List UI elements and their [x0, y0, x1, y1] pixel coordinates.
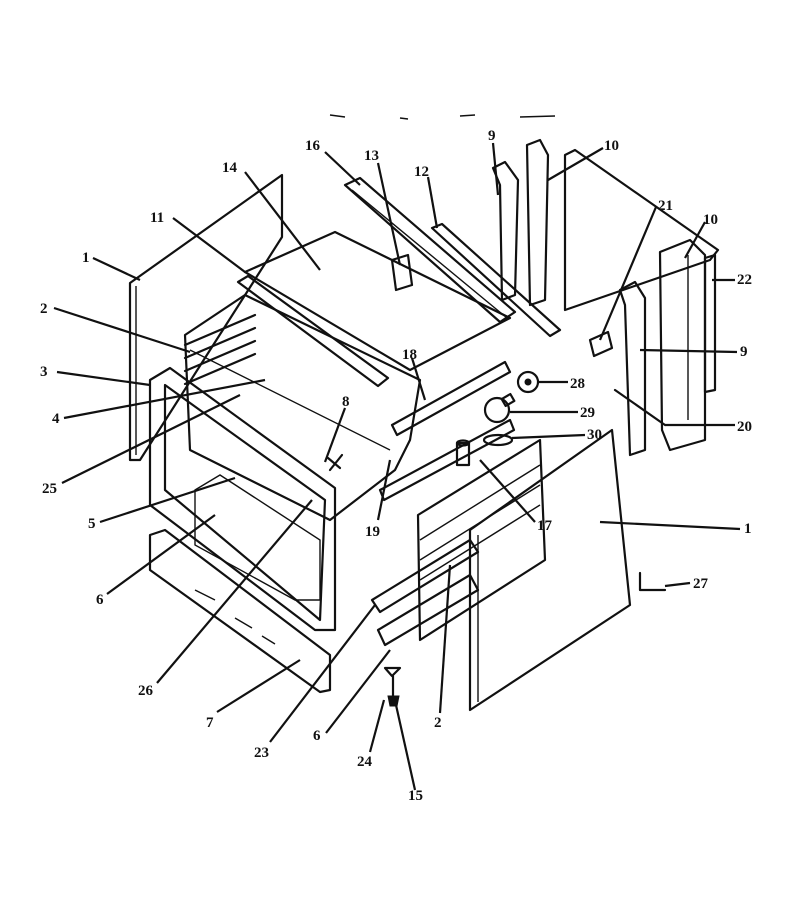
callout-11: 11 — [150, 210, 164, 226]
callout-26: 26 — [138, 683, 154, 699]
callout-9-top: 9 — [488, 128, 496, 144]
callout-10-right: 10 — [703, 212, 718, 228]
right-upper-rail — [390, 360, 512, 437]
callout-5: 5 — [88, 516, 96, 532]
callout-28: 28 — [570, 376, 585, 392]
top-front-strip — [236, 274, 390, 388]
callout-22: 22 — [737, 272, 752, 288]
right-lower-strip — [613, 388, 667, 427]
rear-channel — [430, 222, 562, 338]
callout-1-right: 1 — [744, 521, 752, 537]
rear-bracket — [390, 253, 414, 292]
callout-12: 12 — [414, 164, 429, 180]
callout-17: 17 — [537, 518, 553, 534]
callout-20: 20 — [737, 419, 752, 435]
light-bulb — [483, 392, 516, 424]
callout-19: 19 — [365, 524, 380, 540]
callout-25: 25 — [42, 481, 57, 497]
right-back-channel — [658, 238, 707, 452]
top-cover — [243, 230, 512, 372]
callout-4: 4 — [52, 411, 60, 427]
callout-24: 24 — [357, 754, 373, 770]
callout-1-left: 1 — [82, 250, 90, 266]
callout-29: 29 — [580, 405, 595, 421]
lamp-cover — [482, 433, 514, 447]
cylinder-part — [455, 439, 471, 467]
kick-panel — [148, 528, 332, 694]
right-side-panel — [468, 428, 632, 712]
callout-21: 21 — [658, 198, 673, 214]
callout-18: 18 — [402, 347, 417, 363]
callout-30: 30 — [587, 427, 602, 443]
callout-27: 27 — [693, 576, 709, 592]
rear-post-left — [491, 160, 520, 302]
callout-14: 14 — [222, 160, 238, 176]
callout-16: 16 — [305, 138, 321, 154]
callout-8: 8 — [342, 394, 350, 410]
callout-23: 23 — [254, 745, 269, 761]
callout-6-left: 6 — [96, 592, 104, 608]
leader-lines — [53, 142, 741, 791]
broiler-opening — [194, 474, 321, 601]
callout-13: 13 — [364, 148, 379, 164]
rear-post-channel — [525, 138, 550, 307]
callout-7: 7 — [206, 715, 214, 731]
clip-part — [326, 453, 344, 472]
callout-6-right: 6 — [313, 728, 321, 744]
rear-post-right — [618, 280, 647, 457]
leveler-bracket — [638, 571, 667, 592]
callout-9-right: 9 — [740, 344, 748, 360]
leg-leveler — [383, 666, 402, 707]
right-inner-side — [416, 438, 547, 642]
left-side-panel — [128, 173, 284, 462]
callout-10-top: 10 — [604, 138, 619, 154]
callout-15: 15 — [408, 788, 423, 804]
rear-back-panel — [563, 148, 720, 312]
callout-3: 3 — [40, 364, 48, 380]
callout-2-right: 2 — [434, 715, 442, 731]
callout-2-left: 2 — [40, 301, 48, 317]
lamp-socket — [516, 370, 540, 394]
left-rack-supports — [183, 313, 257, 386]
callout-numbers: 1 2 3 4 25 5 6 26 7 23 6 8 19 11 14 16 1… — [40, 128, 752, 804]
right-back-strip — [703, 253, 717, 394]
top-cropped-mark — [329, 114, 556, 120]
